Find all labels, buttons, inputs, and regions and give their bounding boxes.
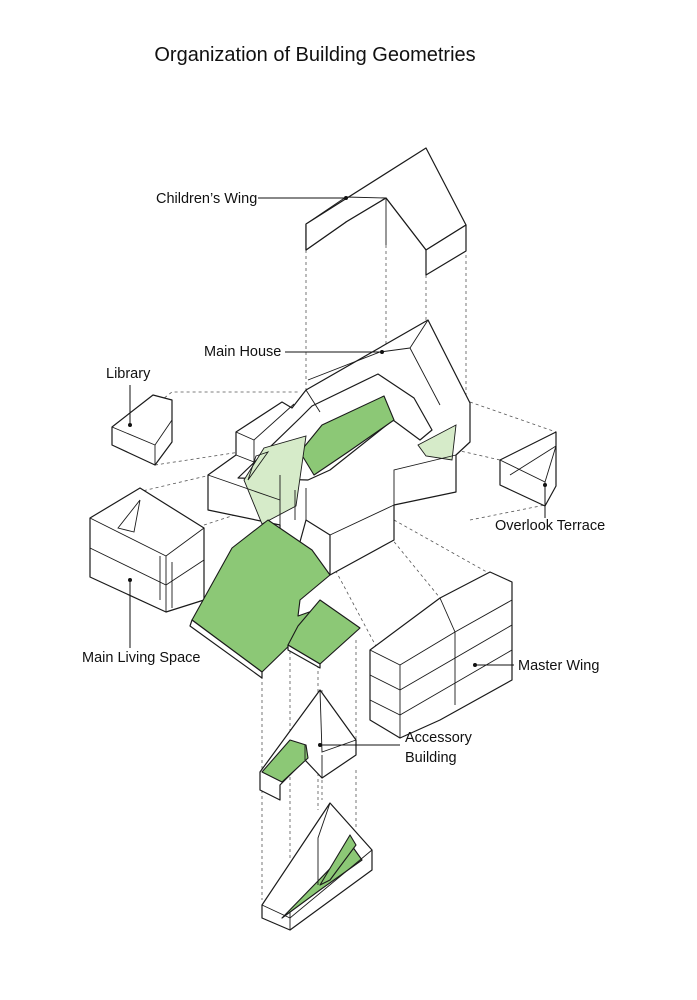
library-volume	[111, 394, 173, 466]
label-main-house-text: Main House	[204, 344, 281, 360]
label-master-wing: Master Wing	[473, 658, 599, 674]
label-library: Library	[106, 366, 151, 427]
label-main-living-space-text: Main Living Space	[82, 650, 201, 666]
overlook-terrace-volume	[499, 431, 557, 507]
landscape-planes	[189, 519, 361, 679]
label-overlook-terrace: Overlook Terrace	[495, 483, 605, 534]
base-volume	[261, 802, 373, 931]
label-childrens-wing-text: Children’s Wing	[156, 191, 257, 207]
label-library-text: Library	[106, 366, 151, 382]
label-overlook-terrace-text: Overlook Terrace	[495, 518, 605, 534]
main-living-space-volume	[89, 487, 205, 613]
diagram-title: Organization of Building Geometries	[154, 44, 476, 66]
accessory-building-volume	[259, 689, 357, 801]
label-master-wing-text: Master Wing	[518, 658, 599, 674]
label-accessory-building-text-2: Building	[405, 750, 457, 766]
main-house-volume	[207, 319, 471, 576]
label-accessory-building: Accessory Building	[318, 730, 473, 766]
label-childrens-wing: Children’s Wing	[156, 191, 348, 207]
master-wing-volume	[369, 571, 513, 739]
label-main-living-space: Main Living Space	[82, 578, 201, 666]
childrens-wing-volume	[305, 147, 467, 276]
label-accessory-building-text-1: Accessory	[405, 730, 473, 746]
label-main-house: Main House	[204, 344, 384, 360]
